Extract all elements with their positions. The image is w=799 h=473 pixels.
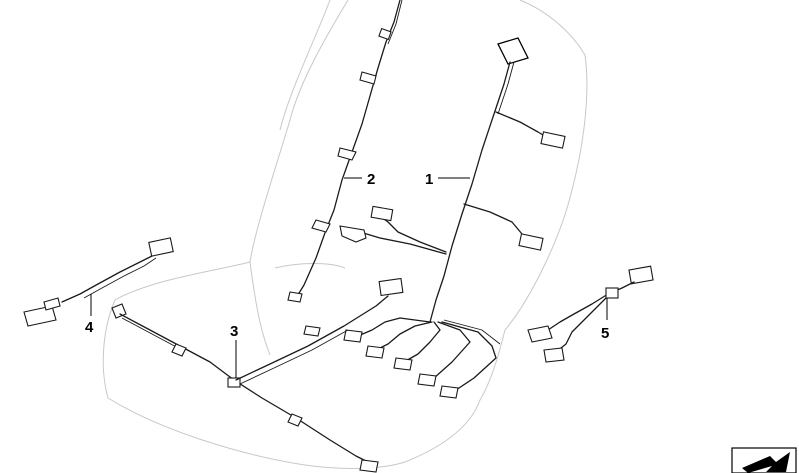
adapter-right-connector-a	[527, 325, 553, 343]
cushion-clip-2	[303, 325, 321, 337]
main-connector-branch-2	[365, 345, 385, 359]
leader-lines	[90, 177, 608, 378]
adapter-lead-left	[23, 237, 174, 327]
callout-labels: 1 2 3 4 5	[85, 171, 609, 342]
backrest-clip-2	[337, 147, 357, 161]
callout-1[interactable]: 1	[425, 171, 433, 188]
adapter-right-connector-top	[628, 265, 654, 285]
callout-3[interactable]: 3	[230, 323, 238, 340]
cushion-connector-top	[378, 277, 404, 297]
next-page-arrow-icon[interactable]	[731, 447, 797, 473]
callout-2[interactable]: 2	[367, 171, 375, 188]
adapter-left-connector-top	[148, 237, 174, 257]
main-connector-right-lower	[518, 233, 544, 251]
adapter-right-connector-b	[543, 347, 565, 363]
harness-main	[339, 37, 566, 399]
cushion-clip-3	[287, 413, 303, 427]
main-connector-left	[370, 205, 394, 222]
harness-backrest	[287, 0, 403, 303]
backrest-connector-end	[287, 291, 303, 303]
cushion-clip-1	[171, 343, 187, 357]
cushion-connector-end	[359, 459, 379, 473]
main-connector-branch-4	[417, 373, 437, 387]
seat-outline	[102, 0, 588, 469]
callout-5[interactable]: 5	[601, 325, 609, 342]
harness-cushion	[111, 277, 404, 473]
adapter-left-connector-mid	[43, 297, 61, 311]
adapter-right-junction	[605, 287, 619, 299]
backrest-clip-3	[311, 219, 331, 233]
callout-4[interactable]: 4	[85, 319, 94, 336]
adapter-lead-right	[527, 265, 654, 363]
adapter-left-connector-bottom	[23, 305, 57, 327]
backrest-clip-top	[378, 27, 392, 41]
main-connector-branch-5	[439, 385, 459, 399]
cushion-junction	[227, 377, 241, 388]
main-clip-left	[339, 225, 367, 243]
main-connector-branch-1	[343, 329, 363, 343]
main-connector-branch-3	[393, 357, 413, 371]
backrest-clip-1	[359, 71, 377, 85]
main-connector-top	[497, 37, 529, 65]
main-connector-right-upper	[540, 131, 566, 149]
cushion-connector-left	[111, 303, 127, 319]
